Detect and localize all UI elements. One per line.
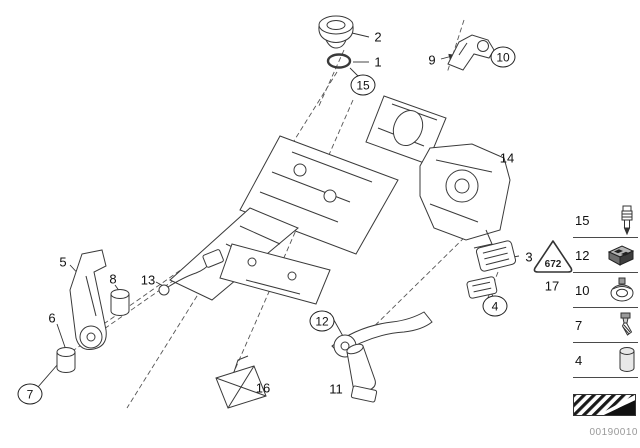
doc-number: 00190010 <box>589 427 638 438</box>
callout-11[interactable]: 11 <box>329 381 343 397</box>
screw-icon <box>614 312 636 338</box>
detent-pin-icon <box>618 205 636 235</box>
callout-7[interactable]: 7 <box>17 383 43 405</box>
connector-4-drawing <box>466 276 498 299</box>
steering-column-drawing <box>169 95 447 305</box>
callout-4[interactable]: 4 <box>482 295 508 317</box>
callout-13[interactable]: 13 <box>140 272 156 288</box>
legend-item-10[interactable]: 10 <box>573 273 638 308</box>
legend-num-15[interactable]: 15 <box>575 212 590 228</box>
bushing-drawing <box>110 289 130 316</box>
legend-item-7[interactable]: 7 <box>573 308 638 343</box>
callout-5[interactable]: 5 <box>59 254 67 270</box>
switch-drawing <box>475 240 517 272</box>
legend-num-7[interactable]: 7 <box>575 317 583 333</box>
callout-8[interactable]: 8 <box>109 271 117 287</box>
switch-connector-icon <box>606 243 636 267</box>
legend-item-4[interactable]: 4 <box>573 343 638 378</box>
warning-triangle-icon: 672 <box>533 240 573 273</box>
interlock-bracket-drawing <box>69 249 107 350</box>
lock-pawl-drawing <box>447 34 495 71</box>
sleeve-icon <box>618 346 636 374</box>
microswitch-cable-drawing <box>158 249 224 296</box>
actuator-cylinder-drawing <box>346 343 378 403</box>
callout-17[interactable]: 17 <box>544 278 560 294</box>
clamp-ring-icon <box>608 277 636 303</box>
legend-num-4[interactable]: 4 <box>575 352 583 368</box>
sleeve-6-drawing <box>56 347 76 373</box>
callout-9[interactable]: 9 <box>428 52 436 68</box>
legend-item-15[interactable]: 15 <box>573 203 638 238</box>
switch-housing-drawing <box>419 143 511 249</box>
callout-3[interactable]: 3 <box>525 249 533 265</box>
callout-12[interactable]: 12 <box>309 310 335 332</box>
callout-2[interactable]: 2 <box>374 29 382 45</box>
lock-cylinder-drawing <box>318 15 354 49</box>
mount-bracket-drawing <box>215 355 267 409</box>
warning-triangle-label: 672 <box>545 259 562 270</box>
legend-num-12[interactable]: 12 <box>575 247 590 263</box>
callout-1[interactable]: 1 <box>374 54 382 70</box>
o-ring-drawing <box>326 53 352 69</box>
part-legend: 15 12 <box>573 203 638 438</box>
callout-16[interactable]: 16 <box>255 380 271 396</box>
callout-15[interactable]: 15 <box>350 74 376 96</box>
callout-6[interactable]: 6 <box>48 310 56 326</box>
callout-14[interactable]: 14 <box>499 150 515 166</box>
legend-item-12[interactable]: 12 <box>573 238 638 273</box>
legend-num-10[interactable]: 10 <box>575 282 590 298</box>
callout-10[interactable]: 10 <box>490 46 516 68</box>
hatched-stamp-icon <box>573 394 638 421</box>
